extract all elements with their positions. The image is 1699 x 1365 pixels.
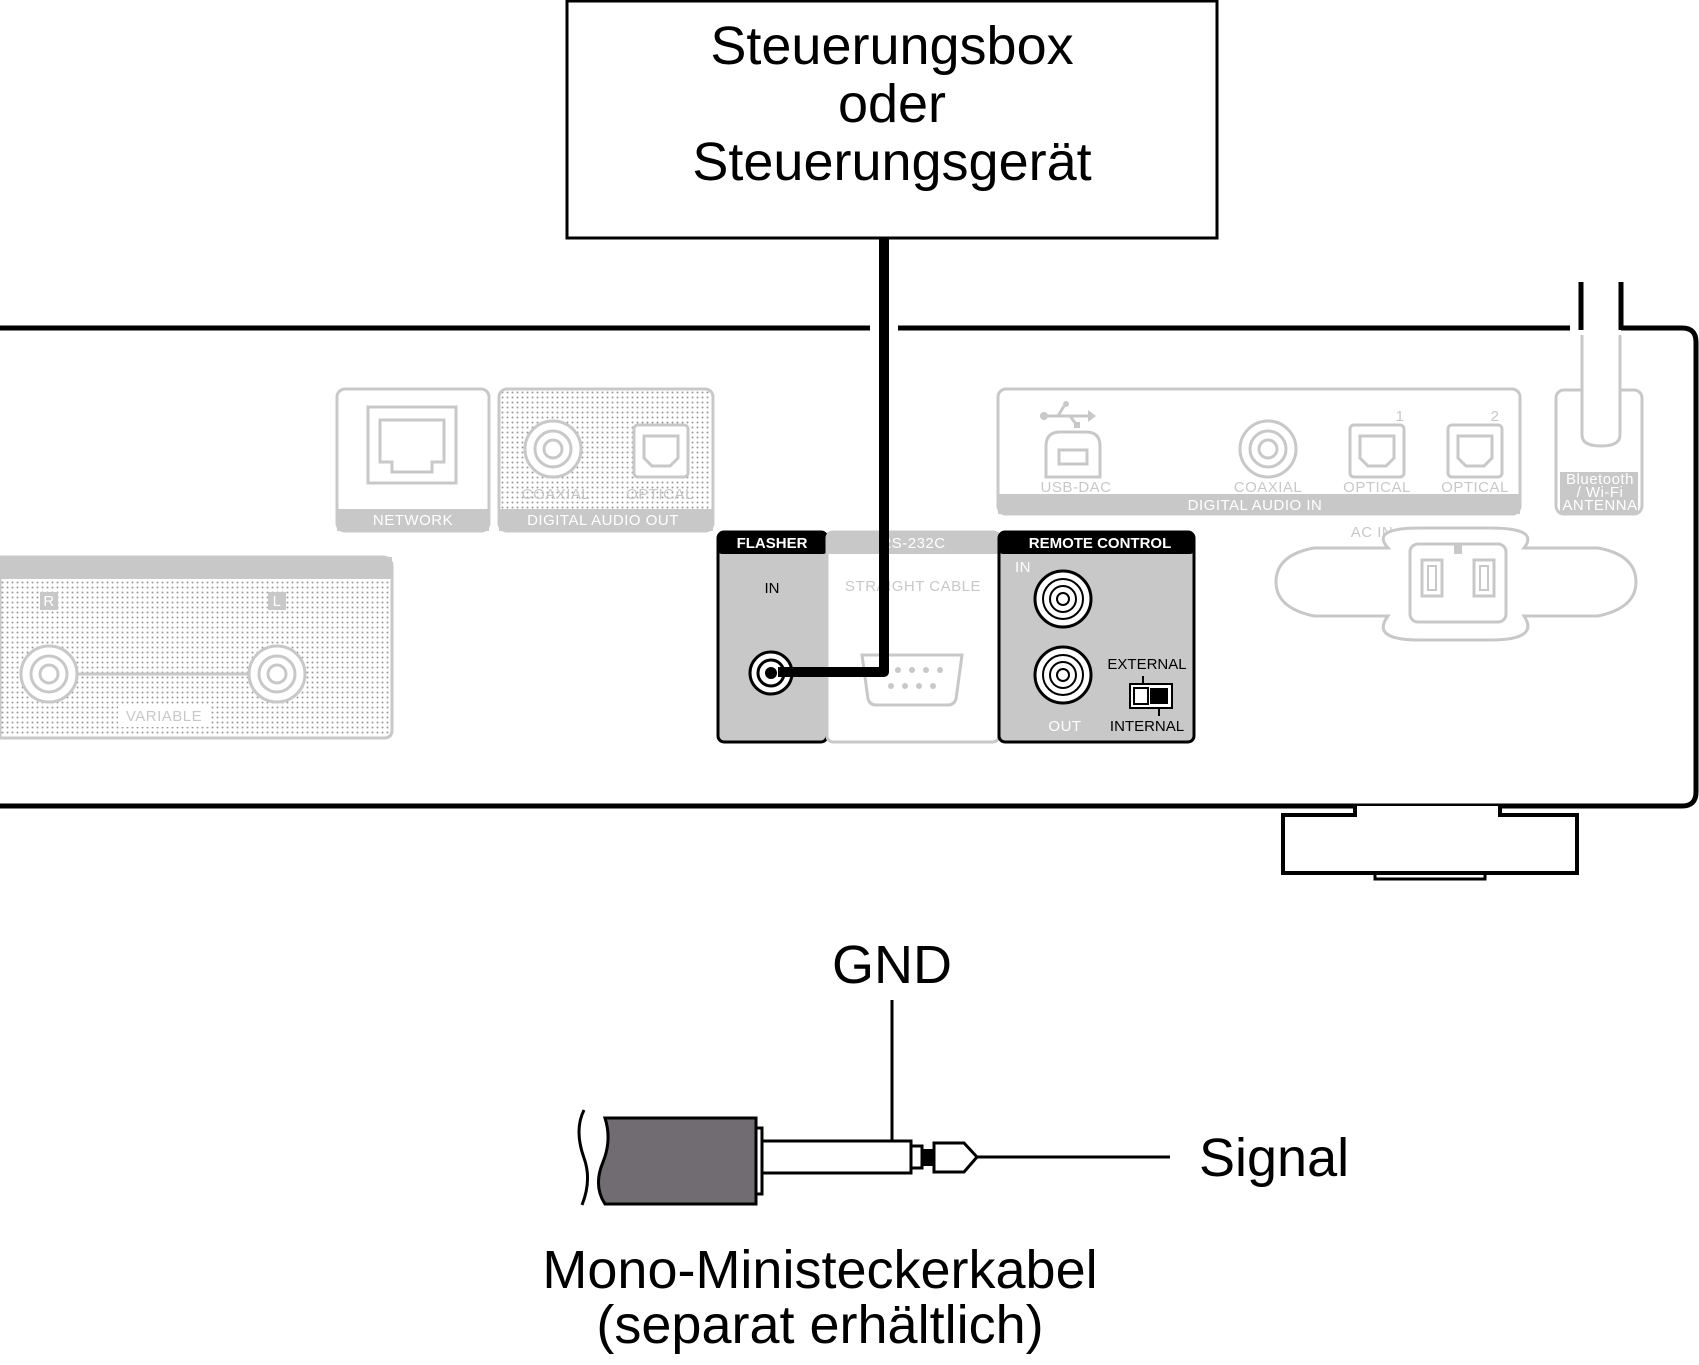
optical-in-1-number: 1 xyxy=(1396,408,1405,425)
remote-control-label: REMOTE CONTROL xyxy=(1029,535,1172,552)
flasher-cable xyxy=(778,238,889,677)
straight-cable-label: STRAIGHT CABLE xyxy=(845,578,981,595)
remote-control-group: REMOTE CONTROL IN OUT EXTERNAL xyxy=(997,530,1196,744)
network-port: NETWORK xyxy=(335,387,491,533)
r-label: R xyxy=(43,593,54,610)
control-box-frame xyxy=(565,0,1219,240)
panel-outline xyxy=(0,325,1699,809)
digital-audio-in-group: DIGITAL AUDIO IN USB-DAC COAXIAL xyxy=(996,387,1522,516)
optical-out-label: OPTICAL xyxy=(626,486,694,503)
coaxial-in-label: COAXIAL xyxy=(1234,479,1303,496)
l-marker xyxy=(268,592,286,610)
coaxial-out-label: COAXIAL xyxy=(522,486,591,503)
external-label: EXTERNAL xyxy=(1107,656,1186,673)
coaxial-in-jack xyxy=(1238,419,1298,479)
remote-out-jack xyxy=(1033,645,1093,705)
device-rear-panel: Bluetooth / Wi-Fi ANTENNA NETWORK xyxy=(0,282,1699,881)
digital-audio-in-label: DIGITAL AUDIO IN xyxy=(1188,497,1323,514)
plug-sleeve xyxy=(760,1139,913,1175)
variable-label: VARIABLE xyxy=(126,708,202,725)
rs232c-label: RS-232C xyxy=(880,535,945,552)
usb-dac-port xyxy=(1044,430,1102,479)
rs232c-port-group: RS-232C STRAIGHT CABLE xyxy=(825,530,1001,744)
r-marker xyxy=(40,592,58,610)
rs232c-connector xyxy=(860,653,964,707)
plug-tip xyxy=(932,1141,980,1174)
variable-l-jack xyxy=(247,644,307,704)
gnd-label: GND xyxy=(832,935,952,995)
usb-dac-label: USB-DAC xyxy=(1040,479,1111,496)
signal-label: Signal xyxy=(1199,1128,1349,1188)
bt-label-line3: ANTENNA xyxy=(1562,497,1637,514)
control-box-line2: oder xyxy=(838,74,946,134)
remote-in-label: IN xyxy=(1015,559,1031,576)
control-box: Steuerungsbox oder Steuerungsgerät xyxy=(565,0,1219,240)
device-foot xyxy=(1281,806,1579,881)
cable-name-line2: (separat erhältlich) xyxy=(596,1295,1043,1355)
ac-inlet-group: AC IN xyxy=(1274,524,1638,642)
cable-name-line1: Mono-Ministeckerkabel xyxy=(542,1240,1097,1300)
plug-body xyxy=(597,1116,758,1206)
coaxial-out-jack xyxy=(523,419,583,479)
remote-in-jack xyxy=(1033,569,1093,629)
external-internal-switch xyxy=(1129,676,1173,716)
optical-in-2-number: 2 xyxy=(1491,408,1500,425)
internal-label: INTERNAL xyxy=(1110,718,1184,735)
mono-mini-plug: GND Signal Mono-Ministeckerkabel (separa… xyxy=(542,935,1349,1355)
antenna: Bluetooth / Wi-Fi ANTENNA xyxy=(1554,282,1644,516)
optical-in-1-jack xyxy=(1348,423,1406,479)
network-label: NETWORK xyxy=(373,512,453,529)
optical-in-2-label: OPTICAL xyxy=(1441,479,1509,496)
optical-in-1-label: OPTICAL xyxy=(1343,479,1411,496)
usb-icon xyxy=(1040,401,1096,428)
digital-audio-out-group: COAXIAL OPTICAL DIGITAL AUDIO OUT xyxy=(497,387,715,533)
cable-break-mark xyxy=(577,1109,589,1206)
variable-r-jack xyxy=(19,644,79,704)
plug-insulator xyxy=(922,1149,934,1166)
flasher-in-label: IN xyxy=(765,580,780,597)
optical-out-jack xyxy=(632,423,690,479)
flasher-port-group: FLASHER IN xyxy=(716,530,829,744)
digital-audio-out-label: DIGITAL AUDIO OUT xyxy=(527,512,679,529)
bt-label-line2: / Wi-Fi xyxy=(1577,484,1624,501)
optical-in-2-jack xyxy=(1446,423,1504,479)
variable-out-group: R L VARIABLE xyxy=(0,555,394,740)
ethernet-icon xyxy=(366,405,458,485)
l-label: L xyxy=(273,593,282,610)
control-box-line3: Steuerungsgerät xyxy=(692,132,1091,192)
flasher-label: FLASHER xyxy=(737,535,808,552)
control-box-line1: Steuerungsbox xyxy=(710,16,1073,76)
remote-out-label: OUT xyxy=(1048,718,1081,735)
bt-label-line1: Bluetooth xyxy=(1566,471,1634,488)
